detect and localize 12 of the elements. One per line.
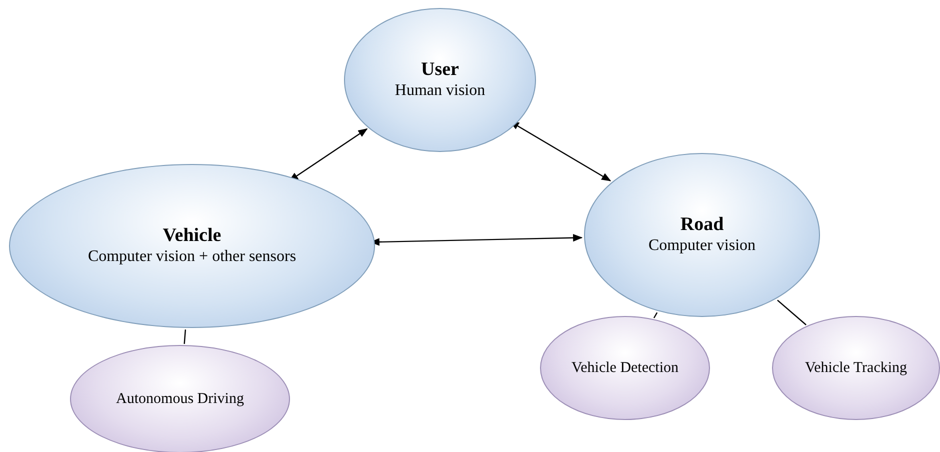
connector-line (777, 300, 806, 326)
node-text: Computer vision + other sensors (86, 247, 298, 268)
node-title: Road (680, 214, 724, 236)
node-text: Computer vision (647, 236, 757, 256)
node-text: Autonomous Driving (115, 390, 245, 408)
node-text: Vehicle Tracking (804, 358, 908, 378)
connector-line (653, 312, 658, 318)
node-text: Human vision (394, 81, 486, 102)
node-text: Vehicle Detection (570, 358, 680, 378)
connector-line (184, 330, 186, 344)
node-title: Vehicle (162, 224, 222, 248)
node-title: User (421, 58, 459, 82)
